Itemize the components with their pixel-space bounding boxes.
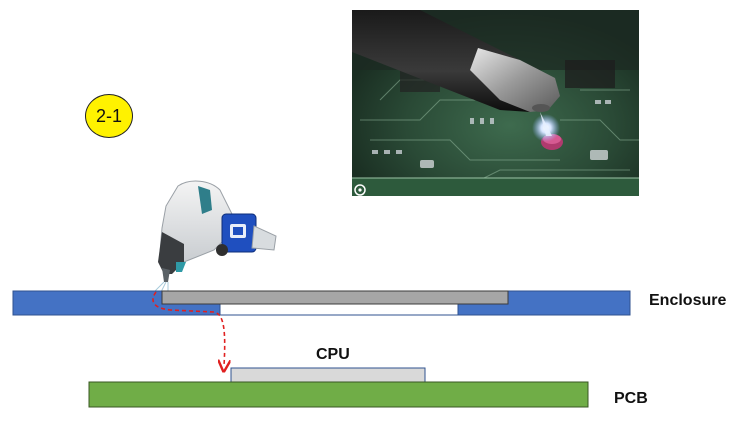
thermal-pad [161,290,509,305]
step-badge: 2-1 [85,94,133,138]
enclosure-label: Enclosure [649,292,727,309]
pcb-label: PCB [614,390,648,407]
cpu-block [230,367,426,383]
plasma-spray-gun-icon [153,180,277,295]
flow-arrow [152,291,225,366]
plasma-treatment-photo [352,10,639,196]
enclosure-opening [219,303,459,316]
pcb-board [88,381,589,408]
cpu-label: CPU [316,346,350,363]
step-badge-text: 2-1 [95,105,122,126]
